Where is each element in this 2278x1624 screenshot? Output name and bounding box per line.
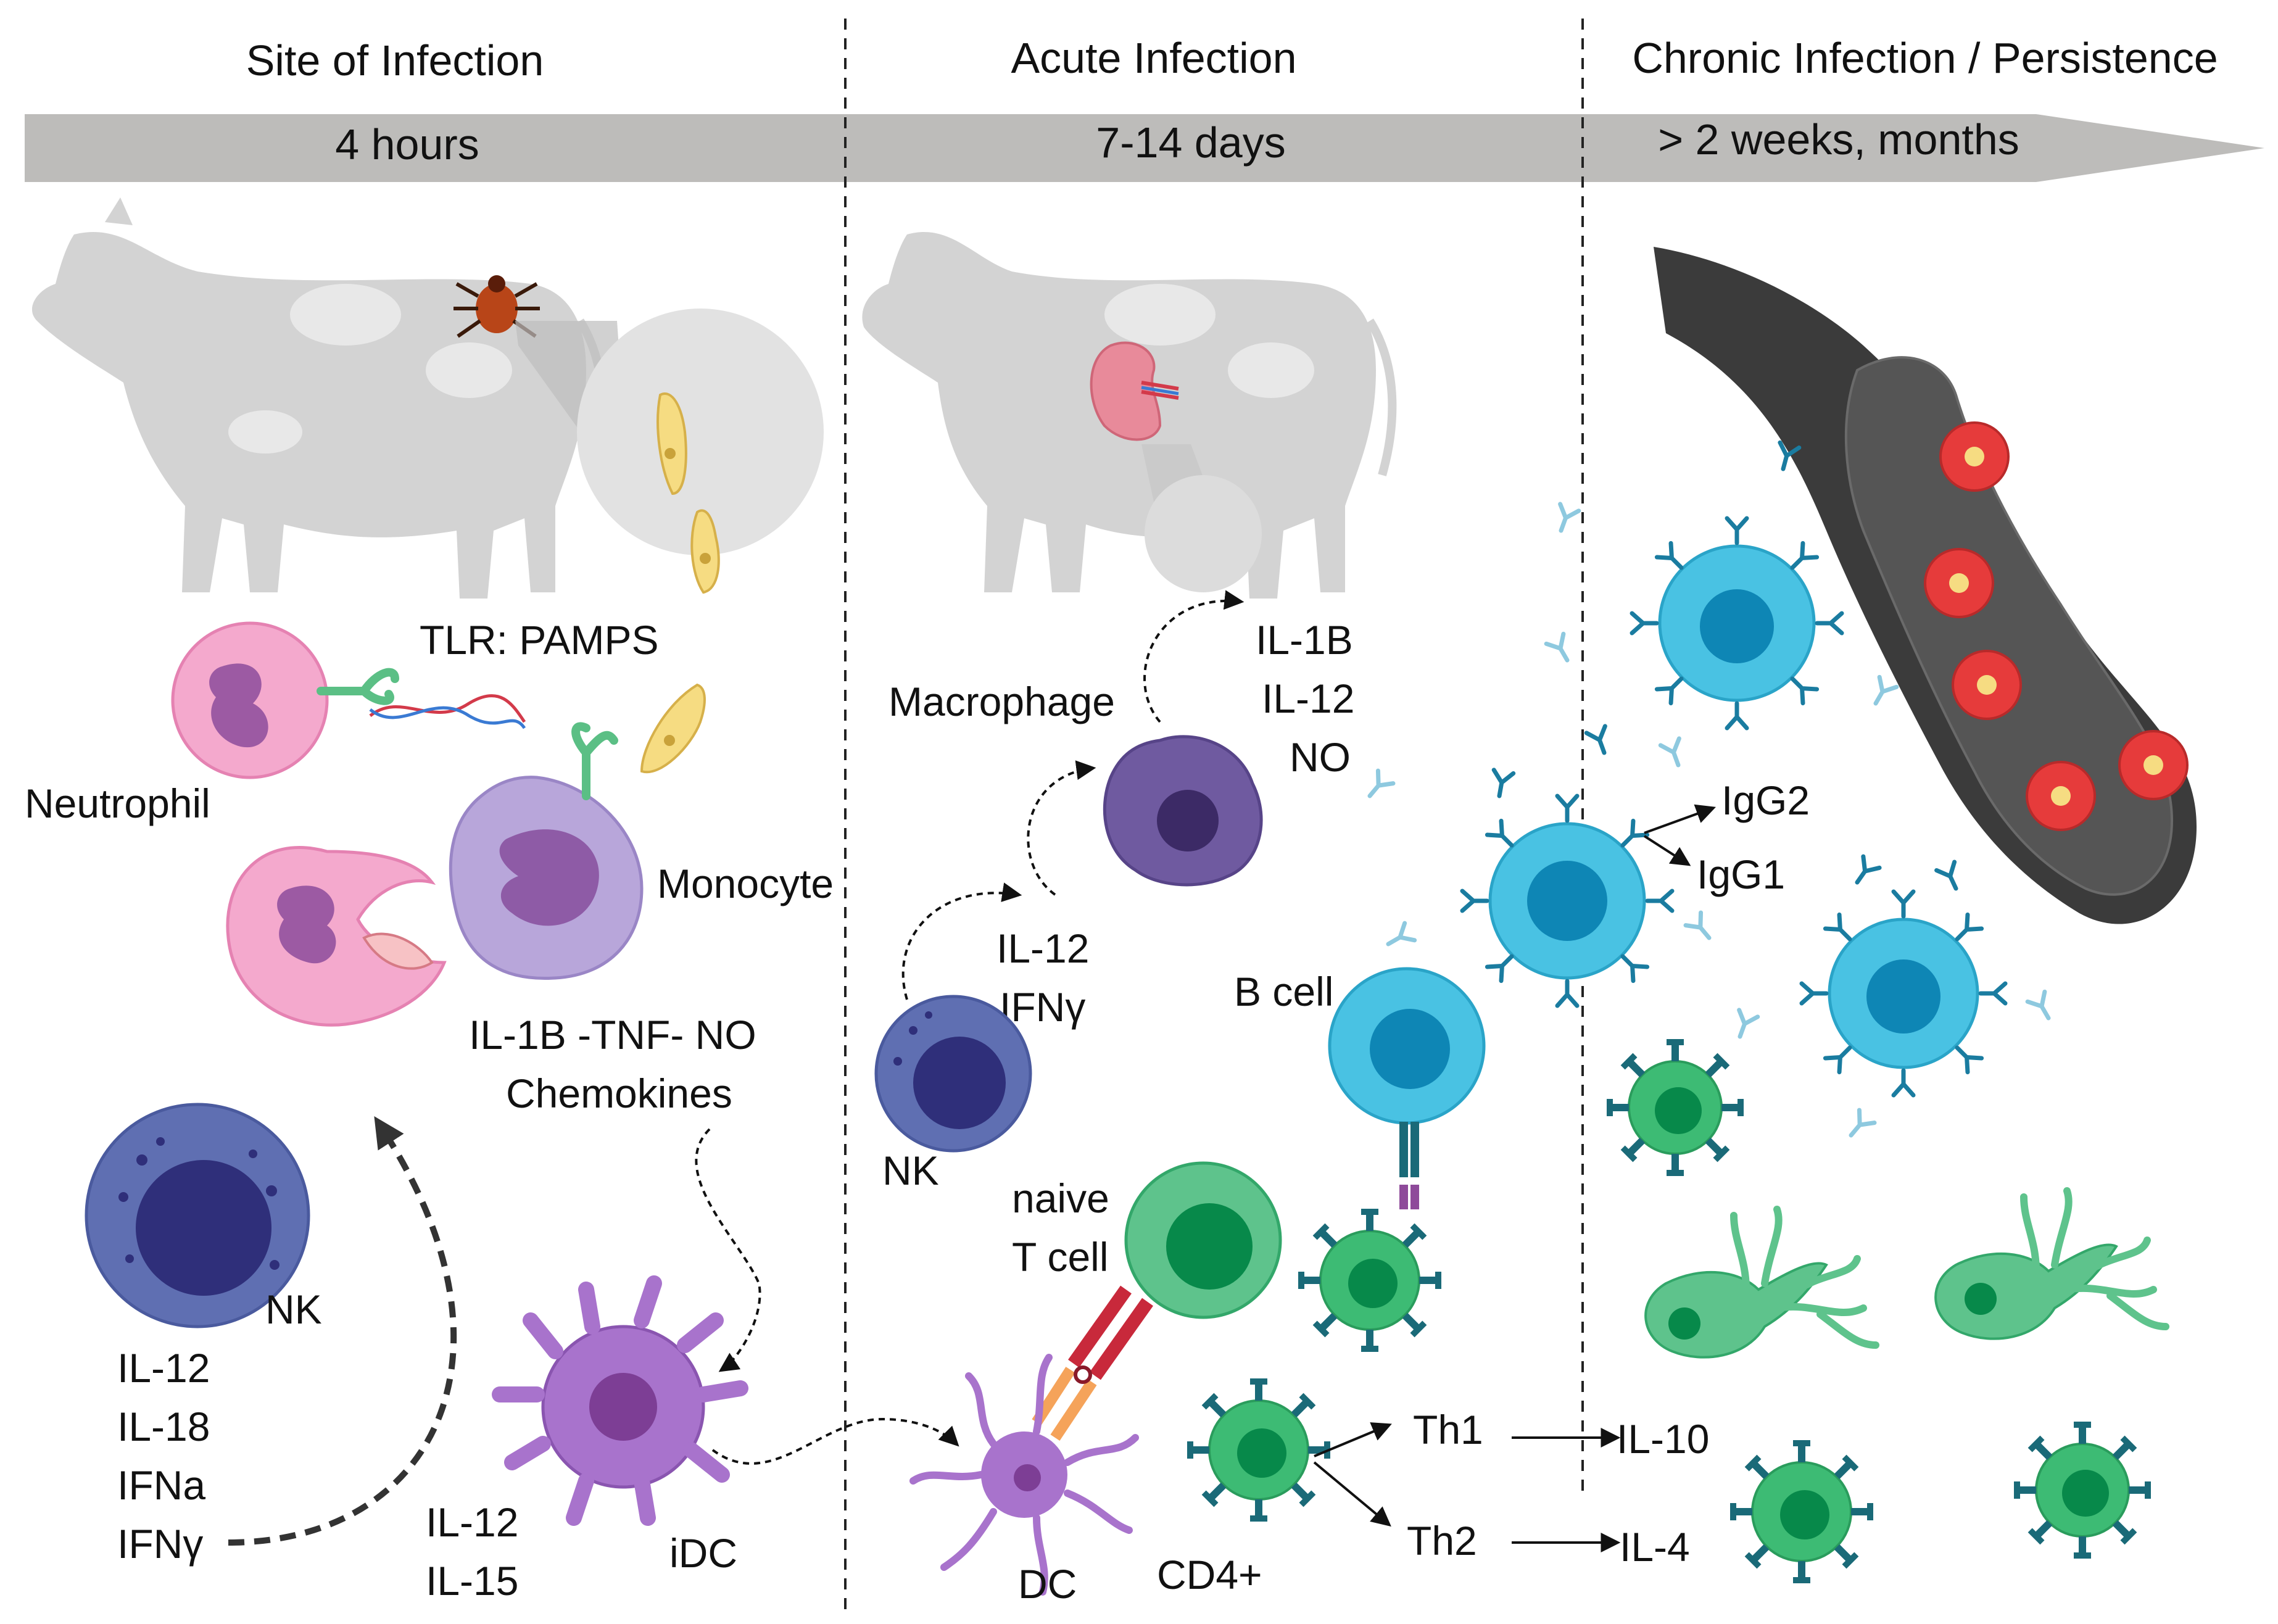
cow-icon bbox=[31, 197, 607, 599]
follicular-processes bbox=[1730, 1206, 1879, 1349]
idc-cytokine-2: IL-15 bbox=[426, 1558, 518, 1604]
cytokine-to-idc-arrow bbox=[695, 1128, 761, 1372]
follicular-processes bbox=[2020, 1187, 2169, 1330]
igg2-arrow bbox=[1644, 804, 1717, 834]
macrophage-cell bbox=[1103, 735, 1263, 887]
macrophage-label: Macrophage bbox=[888, 679, 1115, 724]
macrophage-output-3: NO bbox=[1290, 734, 1351, 780]
phase-time-acute: 7-14 days bbox=[1096, 118, 1285, 167]
phase-title-site: Site of Infection bbox=[246, 36, 544, 85]
phase-title-acute: Acute Infection bbox=[1011, 34, 1296, 82]
igg1-arrow bbox=[1643, 835, 1691, 866]
th2-label: Th2 bbox=[1407, 1518, 1477, 1564]
dna-icon bbox=[369, 694, 526, 729]
b-cell bbox=[1828, 918, 1979, 1069]
t-cell bbox=[2014, 1422, 2151, 1559]
b-cell bbox=[1658, 544, 1816, 702]
macrophage-to-nk-arrow bbox=[901, 882, 1022, 1000]
nk-to-macrophage-arrow bbox=[1027, 760, 1096, 896]
bcell-label: B cell bbox=[1234, 969, 1333, 1014]
tick-icon bbox=[454, 275, 540, 338]
tlr-receptor-icon bbox=[317, 668, 399, 705]
acute-nk-cytokine-1: IL-12 bbox=[996, 926, 1089, 971]
nk-cytokine-3: IFNa bbox=[117, 1462, 205, 1508]
timeline-banner bbox=[25, 114, 2264, 182]
red-blood-cells bbox=[1924, 421, 2189, 831]
t-cell bbox=[1298, 1209, 1441, 1352]
igg2-label: IgG2 bbox=[1721, 777, 1810, 823]
zoom-circle bbox=[1145, 475, 1262, 592]
site-cytokines-line2: Chemokines bbox=[506, 1071, 732, 1116]
tcr-mhc-complex bbox=[1032, 1285, 1153, 1441]
site-cytokines-line1: IL-1B -TNF- NO bbox=[469, 1012, 756, 1058]
zoom-circle bbox=[577, 309, 824, 555]
blood-vessel-icon bbox=[1654, 247, 2197, 924]
igg1-label: IgG1 bbox=[1697, 851, 1785, 897]
phase-time-site: 4 hours bbox=[335, 120, 479, 168]
dc-label: DC bbox=[1018, 1561, 1077, 1607]
t-cell bbox=[1730, 1440, 1873, 1583]
nk-cytokine-1: IL-12 bbox=[117, 1345, 210, 1391]
parasite-icon bbox=[640, 683, 706, 774]
macrophage-output-2: IL-12 bbox=[1262, 676, 1354, 721]
macrophage-output-1: IL-1B bbox=[1256, 617, 1353, 663]
dc-cell bbox=[909, 1354, 1139, 1596]
naive-t-label-2: T cell bbox=[1012, 1234, 1109, 1280]
nk-cell bbox=[85, 1103, 310, 1328]
th1-label: Th1 bbox=[1413, 1407, 1483, 1452]
parasite-icon bbox=[656, 392, 720, 594]
neutrophil-label: Neutrophil bbox=[25, 781, 210, 826]
acute-nk-cytokine-2: IFNγ bbox=[1000, 984, 1085, 1030]
idc-cell bbox=[492, 1275, 748, 1526]
cd4-t-cell bbox=[1187, 1378, 1330, 1522]
th2-arrow bbox=[1313, 1461, 1391, 1527]
il10-label: IL-10 bbox=[1617, 1416, 1709, 1462]
idc-cytokine-1: IL-12 bbox=[426, 1499, 518, 1545]
il4-label: IL-4 bbox=[1620, 1524, 1690, 1570]
b-cell bbox=[1488, 822, 1646, 980]
feedback-arrow bbox=[228, 1116, 457, 1546]
monocyte-cell bbox=[449, 776, 644, 980]
th1-arrow bbox=[1314, 1422, 1392, 1457]
spleen-icon bbox=[1090, 341, 1179, 441]
tlr-label: TLR: PAMPS bbox=[420, 617, 659, 663]
neutrophil-cell bbox=[171, 621, 329, 779]
b-cell bbox=[1328, 967, 1486, 1209]
cow-spots bbox=[228, 284, 512, 454]
cow-spots bbox=[1104, 284, 1314, 398]
idc-label: iDC bbox=[669, 1530, 737, 1576]
neutrophil-phagocytosing bbox=[226, 846, 447, 1027]
idc-to-dc-arrow bbox=[711, 1417, 959, 1465]
nk-label-site: NK bbox=[265, 1286, 322, 1332]
cd4-label: CD4+ bbox=[1157, 1552, 1262, 1597]
acute-nk-label: NK bbox=[882, 1148, 939, 1193]
nk-cell bbox=[874, 995, 1032, 1153]
naive-t-cell bbox=[1124, 1161, 1282, 1319]
naive-t-label-1: naive bbox=[1012, 1175, 1109, 1221]
nk-cytokine-4: IFNγ bbox=[117, 1521, 203, 1567]
follicular-cell bbox=[1934, 1243, 2118, 1340]
phase-time-chronic: > 2 weeks, months bbox=[1658, 115, 2019, 164]
monocyte-label: Monocyte bbox=[657, 861, 834, 906]
nk-cytokine-2: IL-18 bbox=[117, 1404, 210, 1449]
macrophage-to-cytokines-arrow bbox=[1143, 590, 1245, 723]
phase-title-chronic: Chronic Infection / Persistence bbox=[1632, 34, 2218, 82]
t-cell bbox=[1607, 1039, 1744, 1176]
tlr-receptor-icon bbox=[571, 722, 618, 800]
